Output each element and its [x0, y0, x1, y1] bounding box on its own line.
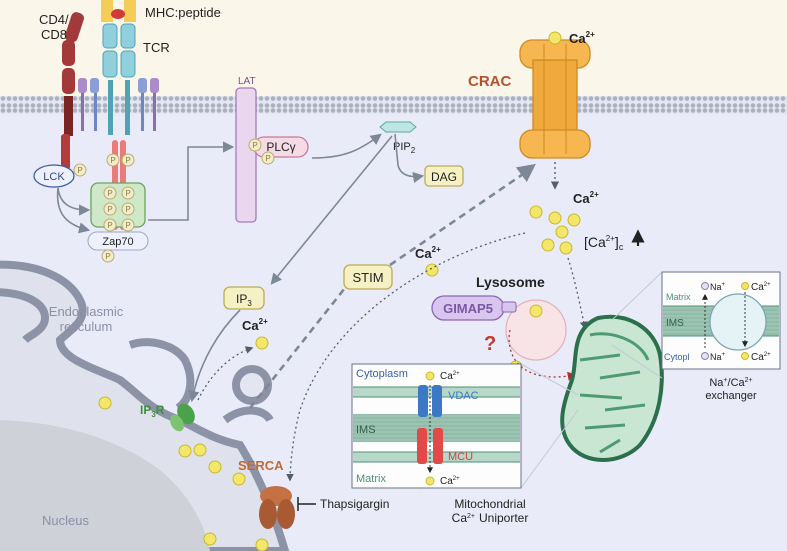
dag-box	[424, 165, 464, 187]
svg-text:P: P	[107, 205, 112, 214]
cd8-label: CD8	[41, 27, 67, 42]
er-vesicle	[232, 365, 272, 405]
mhc-peptide-complex	[101, 0, 136, 22]
lysosome-label: Lysosome	[476, 274, 545, 290]
mcu-label: MCU	[448, 451, 473, 463]
uniporter-matrix-label: Matrix	[356, 473, 386, 485]
lat-adaptor	[235, 87, 257, 223]
svg-text:P: P	[105, 252, 110, 261]
mhc-peptide-label: MHC:peptide	[145, 5, 221, 20]
mitochondria-uptake-arrow	[567, 257, 588, 330]
gimap5-anchor	[501, 301, 517, 313]
zap70-label: Zap70	[102, 236, 133, 248]
exchanger-ca-bottom: Ca2+	[751, 352, 771, 363]
uniporter-ims-label: IMS	[356, 424, 376, 436]
exchanger-matrix-label: Matrix	[666, 292, 691, 302]
thapsigargin-label: Thapsigargin	[320, 497, 389, 511]
cd4-cd8-coreceptor	[61, 12, 84, 170]
lysosome	[505, 299, 567, 361]
cd4-label: CD4/	[39, 12, 69, 27]
crac-label: CRAC	[468, 73, 511, 90]
gimap5-label: GIMAP5	[443, 301, 493, 316]
exchanger-na-top: Na+	[710, 282, 726, 292]
uniporter-cytoplasm-label: Cytoplasm	[356, 368, 408, 380]
calcium-ion-extracellular	[548, 31, 562, 45]
svg-text:P: P	[125, 189, 130, 198]
plc-phospho-2: P	[265, 154, 270, 163]
uniporter-ca-bottom: Ca2+	[440, 476, 460, 487]
calcium-ion-er	[255, 336, 269, 350]
cytosolic-calcium-label: [Ca2+]c	[584, 234, 624, 252]
lat-label: LAT	[238, 76, 256, 87]
uniporter-caption-line2: Ca2+Uniporter	[452, 511, 529, 525]
exchanger-caption-line1: Na+/Ca2+	[709, 377, 752, 389]
ip3-label: IP3	[236, 292, 252, 308]
vdac-label: VDAC	[448, 390, 479, 402]
serca-pump	[259, 486, 295, 529]
lysosome-mitochondria-arrow	[508, 329, 577, 381]
exchanger-caption-line2: exchanger	[705, 390, 757, 402]
serca-label: SERCA	[238, 458, 284, 473]
stim-label: STIM	[352, 270, 383, 285]
calcium-ion-lysosome	[529, 304, 543, 318]
plasma-membrane	[0, 96, 787, 114]
svg-text:P: P	[110, 156, 115, 165]
ip3-receptor	[170, 403, 195, 432]
exchanger-ca-top: Ca2+	[751, 282, 771, 293]
ip3r-label: IP3R	[140, 403, 165, 419]
exchanger-na-bottom: Na+	[710, 352, 726, 362]
crac-channel	[519, 39, 591, 159]
svg-text:P: P	[107, 221, 112, 230]
mitochondrion	[560, 314, 664, 462]
er-label-line1: Endoplasmic	[49, 304, 124, 319]
uniporter-ca-top: Ca2+	[440, 371, 460, 382]
tcr-label: TCR	[143, 40, 170, 55]
uniporter-inset-guide	[520, 363, 579, 489]
calcium-label-extracellular: Ca2+	[569, 30, 595, 46]
uniporter-inset	[351, 363, 522, 489]
calcium-label-cytosol: Ca2+	[573, 190, 599, 206]
ip3-box	[223, 286, 265, 310]
svg-text:P: P	[107, 189, 112, 198]
plc-gamma-label: PLCγ	[266, 140, 295, 154]
cytosolic-calcium-ions	[529, 205, 581, 255]
stim-crac-link	[248, 166, 533, 409]
ip3r-release-arrow	[197, 346, 254, 401]
zap70-phospho-group: P P P P P P P P P	[101, 153, 135, 263]
exchanger-inset-guide	[611, 271, 663, 379]
unknown-mechanism-mark: ?	[484, 333, 496, 355]
calcium-label-er: Ca2+	[242, 317, 268, 333]
zap70-kinase	[90, 182, 146, 228]
signaling-arrows	[56, 133, 425, 403]
er-calcium-ions	[98, 396, 269, 551]
er-label-line2: reticulum	[60, 319, 113, 334]
zap70-label-box	[87, 231, 149, 251]
svg-text:P: P	[125, 205, 130, 214]
lck-kinase	[33, 164, 75, 188]
lck-phospho: P	[77, 166, 82, 175]
exchanger-ims-label: IMS	[666, 318, 684, 329]
stim-box	[343, 264, 393, 290]
calcium-ion-stim	[425, 263, 439, 277]
exchanger-inset	[661, 271, 781, 370]
svg-text:P: P	[125, 156, 130, 165]
calcium-label-stim: Ca2+	[415, 245, 441, 261]
pip2-label: PIP2	[393, 141, 416, 155]
plc-phospho-1: P	[252, 141, 257, 150]
dag-label: DAG	[431, 170, 457, 184]
exchanger-cytoplasm-label: Cytopl	[664, 352, 690, 362]
nucleus	[0, 420, 210, 551]
uniporter-caption-line1: Mitochondrial	[454, 497, 525, 511]
stim-crac-arrowhead	[515, 163, 536, 183]
nucleus-label: Nucleus	[42, 513, 89, 528]
pip2-molecule	[379, 121, 417, 133]
svg-text:P: P	[125, 221, 130, 230]
lck-label: LCK	[43, 171, 65, 183]
